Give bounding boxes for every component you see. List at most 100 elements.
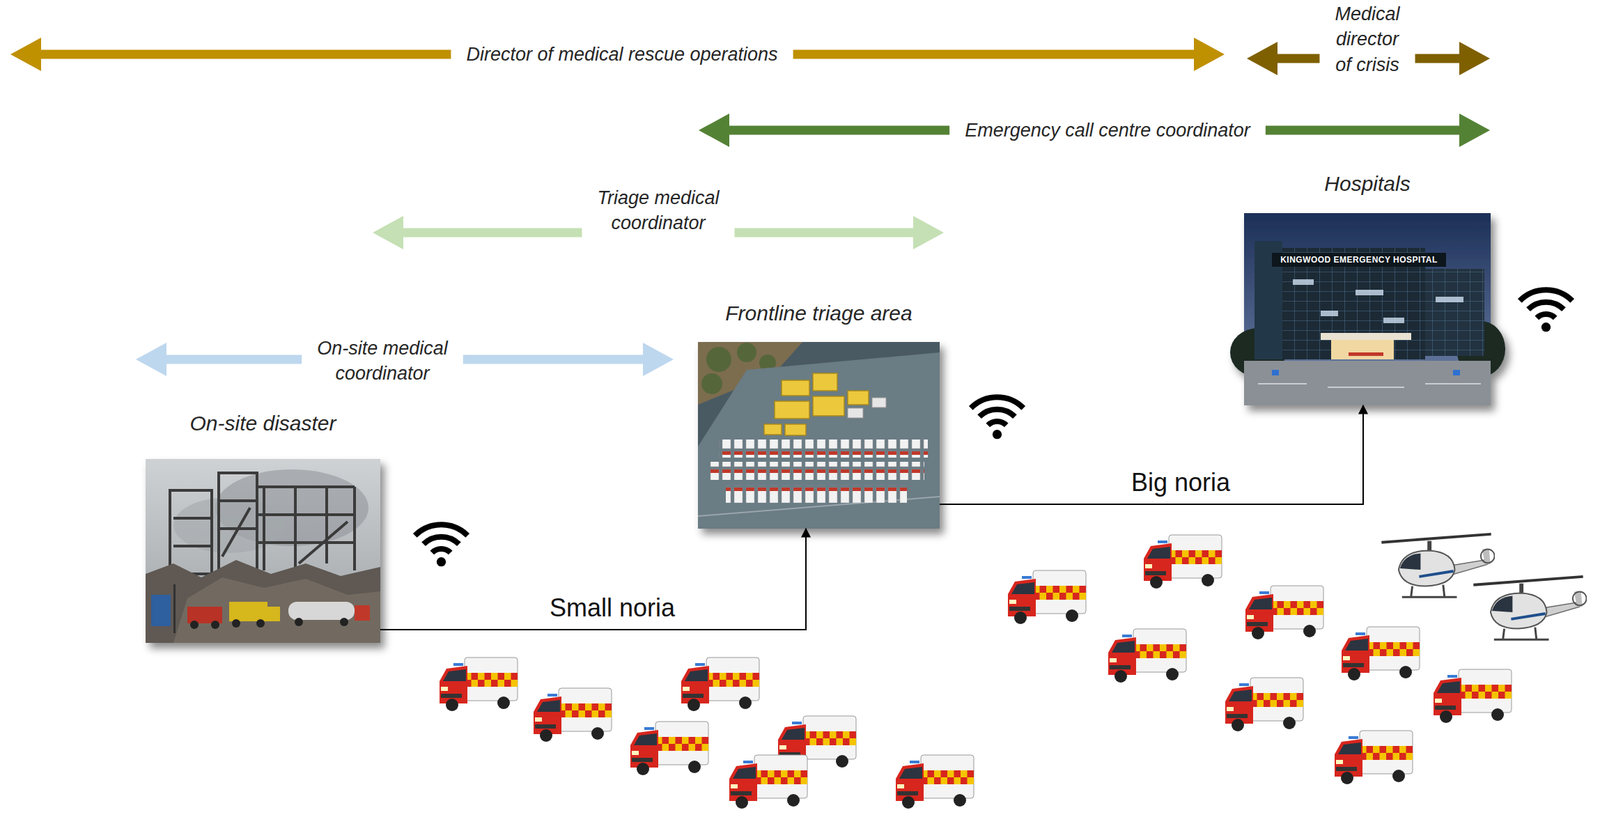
hospital-sign: KINGWOOD EMERGENCY HOSPITAL <box>1280 254 1438 265</box>
coordinator-arrow <box>734 215 944 250</box>
disaster-photo <box>145 459 381 643</box>
hospital-photo <box>1383 317 1405 324</box>
ambulance-fleet <box>895 755 974 809</box>
triage-photo <box>774 401 810 419</box>
hospital-photo <box>1230 213 1506 406</box>
hospital-photo <box>1244 213 1491 406</box>
coordinator-label: Director of medical rescue operations <box>465 41 778 67</box>
triage-photo <box>785 424 806 436</box>
hospital-photo <box>1320 310 1339 317</box>
disaster-photo <box>173 500 258 547</box>
triage-photo <box>708 461 925 480</box>
disaster-photo <box>256 619 265 628</box>
hospital-photo <box>1271 252 1447 267</box>
coordinator-arrow <box>135 342 302 377</box>
coordinator-arrow <box>1265 113 1490 147</box>
hospital-photo <box>1355 289 1384 296</box>
disaster-photo <box>267 606 281 622</box>
hospital-photo <box>1453 369 1460 376</box>
ambulance-fleet <box>1245 585 1324 640</box>
hospital-photo <box>1257 383 1481 388</box>
hospital-photo <box>1421 268 1485 356</box>
ambulance-fleet <box>1143 534 1222 589</box>
coordinator-arrow <box>1246 41 1320 76</box>
ambulance-fleet <box>681 657 760 712</box>
ambulance-fleet <box>729 755 808 809</box>
disaster-photo <box>222 507 348 564</box>
triage-photo <box>812 396 845 416</box>
disaster-photo <box>190 617 349 629</box>
noria-connector <box>939 405 1364 505</box>
wifi-icon <box>964 387 1030 444</box>
triage-photo <box>725 484 907 503</box>
disaster-photo <box>218 472 258 571</box>
coordinator-arrow <box>372 215 582 250</box>
coordinator-arrow <box>1415 41 1490 76</box>
node-heading: On-site disaster <box>145 410 381 437</box>
node-heading: Frontline triage area <box>697 300 940 326</box>
coordinator-arrow <box>793 37 1225 72</box>
ambulance-fleet <box>533 688 612 742</box>
disaster-photo <box>169 490 212 574</box>
disaster-photo <box>187 606 223 624</box>
coordinator-label: Triage medical coordinator <box>553 185 763 237</box>
triage-photo <box>872 397 887 408</box>
hospital-photo <box>1244 360 1491 406</box>
triage-photo <box>736 342 757 363</box>
disaster-photo <box>288 601 355 620</box>
disaster-photo <box>354 605 370 621</box>
triage-photo <box>764 424 782 435</box>
disaster-photo <box>145 459 381 643</box>
location-node: On-site disaster <box>145 410 381 643</box>
triage-photo <box>718 439 928 458</box>
ambulance-fleet <box>439 657 518 712</box>
triage-photo <box>706 346 732 372</box>
triage-photo <box>701 373 723 395</box>
triage-photo <box>781 380 810 396</box>
triage-photo <box>697 352 940 529</box>
ambulance-fleet <box>630 721 709 776</box>
triage-photo <box>812 373 838 391</box>
coordinator-label: On-site medical coordinator <box>277 335 487 387</box>
coordinator-arrows <box>10 37 1490 377</box>
ambulance-fleet <box>1334 730 1413 785</box>
disaster-photo <box>173 584 176 634</box>
triage-photo <box>697 342 940 529</box>
hospital-photo <box>1348 352 1384 356</box>
coordinator-label: Medical director of crisis <box>1327 1 1408 78</box>
triage-photo <box>847 408 864 418</box>
location-node: Hospitals <box>1244 171 1491 406</box>
coordinator-arrow <box>698 113 950 147</box>
ambulance-fleet <box>1007 570 1086 625</box>
picture-frame <box>145 459 381 643</box>
disaster-photo <box>211 620 220 629</box>
ambulance-fleet <box>1108 628 1187 683</box>
ambulance-fleet <box>1225 677 1304 732</box>
disaster-photo <box>173 577 381 643</box>
triage-photo <box>847 390 869 405</box>
disaster-photo <box>339 617 349 627</box>
picture-frame <box>697 342 940 529</box>
hospital-photo <box>1331 339 1394 360</box>
ambulance-fleet <box>1341 626 1420 681</box>
noria-connectors <box>380 405 1364 630</box>
disaster-photo <box>151 594 171 627</box>
hospital-photo <box>1271 369 1279 376</box>
edge-label: Big noria <box>1131 467 1231 498</box>
disaster-photo <box>231 619 241 628</box>
wifi-icon <box>1513 280 1579 337</box>
helicopter-fleet <box>1381 534 1495 597</box>
wifi-icon <box>408 515 474 572</box>
helicopter-fleet <box>1381 534 1587 640</box>
triage-photo <box>847 397 887 418</box>
location-node: Frontline triage area <box>697 300 940 529</box>
hospital-photo <box>1435 296 1464 303</box>
hospital-photo <box>1320 332 1412 340</box>
ambulance-fleet <box>439 657 974 809</box>
disaster-photo <box>169 472 355 574</box>
hospital-photo <box>1292 279 1314 285</box>
disaster-photo <box>145 560 381 643</box>
